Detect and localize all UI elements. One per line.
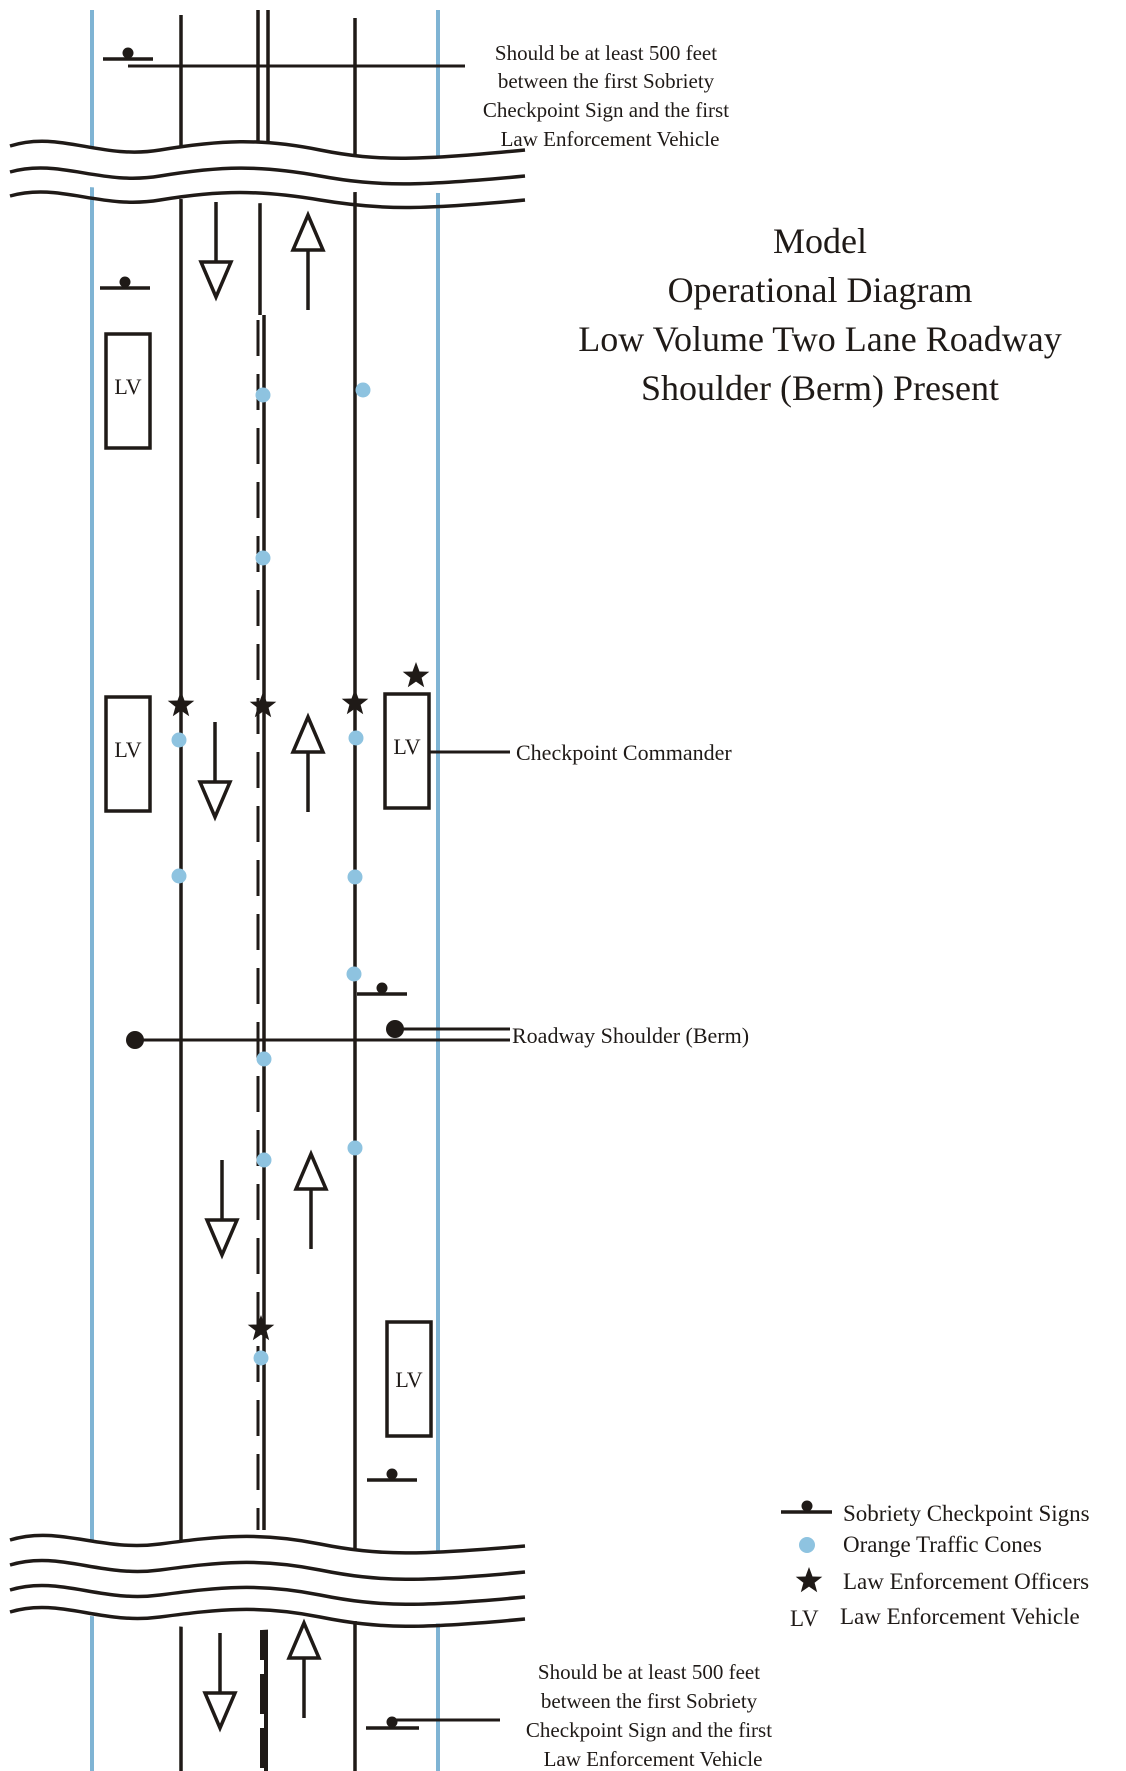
bottom-note-line: Checkpoint Sign and the first [526, 1718, 772, 1742]
cone-icon [348, 730, 364, 746]
legend-signs-label: Sobriety Checkpoint Signs [843, 1501, 1090, 1526]
vehicle-label: LV [114, 374, 141, 399]
top-break-lines [9, 139, 526, 210]
legend-vehicle-label: Law Enforcement Vehicle [840, 1604, 1080, 1629]
top-note-line: Should be at least 500 feet [495, 41, 717, 65]
title-block: Model Operational Diagram Low Volume Two… [578, 221, 1061, 408]
vehicle-box [104, 695, 152, 813]
cone-icon [171, 732, 187, 748]
arrow-down-icon [205, 1158, 239, 1257]
vehicle-label: LV [114, 737, 141, 762]
bottom-break-lines [9, 1533, 526, 1631]
cone-icon [253, 1350, 269, 1366]
title-line: Operational Diagram [668, 270, 973, 310]
bottom-note-line: between the first Sobriety [541, 1689, 758, 1713]
cone-icon [255, 387, 271, 403]
vehicle-label: LV [395, 1367, 422, 1392]
legend: Sobriety Checkpoint Signs Orange Traffic… [781, 1500, 1090, 1631]
shoulder-edge-lines [90, 10, 440, 1771]
cone-icon [171, 868, 187, 884]
top-note-line: Law Enforcement Vehicle [501, 127, 720, 151]
arrow-up-icon [294, 1152, 328, 1251]
bottom-note-line: Should be at least 500 feet [538, 1660, 760, 1684]
title-line: Model [773, 221, 867, 261]
legend-lv-symbol: LV [790, 1606, 819, 1631]
legend-cone-icon [799, 1537, 815, 1553]
cone-icon [256, 1051, 272, 1067]
cone-icon [347, 869, 363, 885]
bottom-distance-marker [366, 1716, 500, 1730]
sobriety-sign-icon [365, 1466, 419, 1482]
title-line: Shoulder (Berm) Present [641, 368, 999, 408]
top-note-line: Checkpoint Sign and the first [483, 98, 729, 122]
cone-icon [256, 1152, 272, 1168]
shoulder-label: Roadway Shoulder (Berm) [512, 1023, 749, 1048]
legend-star-icon [795, 1567, 823, 1593]
commander-callout: Checkpoint Commander [429, 740, 732, 765]
bottom-note-line: Law Enforcement Vehicle [544, 1747, 763, 1771]
arrow-down-icon [199, 200, 233, 299]
vehicle-label: LV [393, 734, 420, 759]
officer-star-icon [247, 1315, 275, 1341]
top-note: Should be at least 500 feet between the … [483, 41, 729, 151]
center-line [256, 10, 270, 1771]
legend-officers-label: Law Enforcement Officers [843, 1569, 1089, 1594]
title-line: Low Volume Two Lane Roadway [578, 319, 1061, 359]
top-distance-marker [101, 45, 465, 68]
cone-icon [347, 1140, 363, 1156]
vehicle-box [385, 1320, 433, 1438]
arrow-up-icon [291, 213, 325, 312]
arrow-down-icon [203, 1631, 237, 1730]
sobriety-sign-icon [101, 45, 155, 61]
commander-label: Checkpoint Commander [516, 740, 732, 765]
sobriety-sign-icon [98, 274, 152, 290]
shoulder-callout: Roadway Shoulder (Berm) [126, 1020, 749, 1049]
top-note-line: between the first Sobriety [498, 69, 715, 93]
bottom-note: Should be at least 500 feet between the … [526, 1660, 772, 1771]
vehicle-box [383, 692, 431, 810]
legend-cones-label: Orange Traffic Cones [843, 1532, 1042, 1557]
vehicle-box [104, 332, 152, 450]
lane-edge-lines [179, 15, 357, 1771]
vehicles: LV LV LV LV [104, 332, 433, 1438]
cone-icon [255, 550, 271, 566]
arrow-down-icon [198, 720, 232, 819]
sobriety-sign-icon [355, 980, 409, 996]
cone-icon [346, 966, 362, 982]
cone-icon [355, 382, 371, 398]
arrow-up-icon [287, 1621, 321, 1720]
traffic-cones [171, 382, 371, 1366]
arrow-up-icon [291, 715, 325, 814]
commander-star-icon [402, 662, 430, 688]
